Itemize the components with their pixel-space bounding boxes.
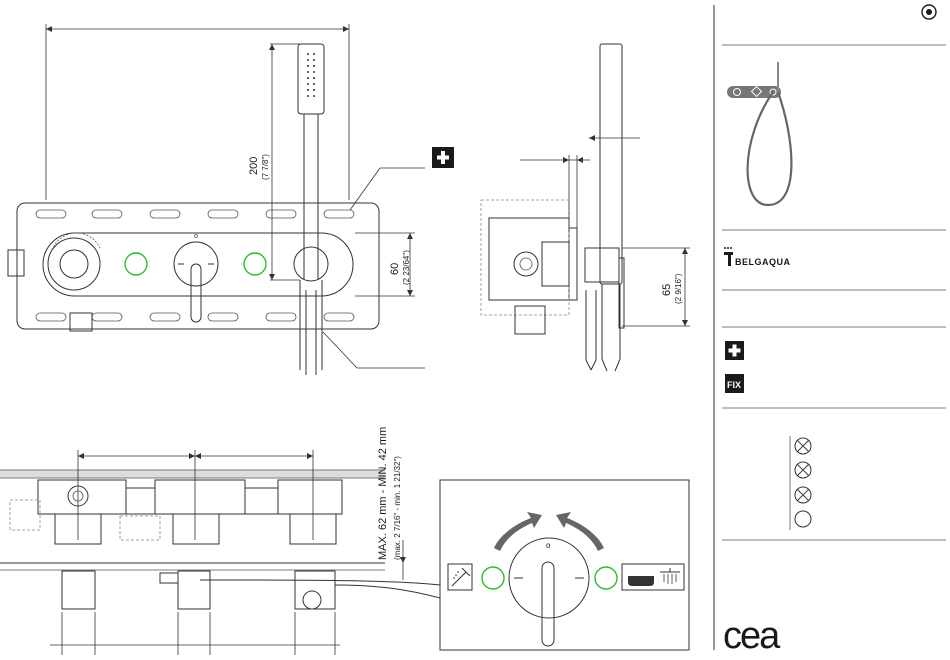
belgaqua-logo: BELGAQUA — [724, 247, 791, 267]
cea-logo: cea — [723, 615, 781, 655]
dim-depth-in: (2 9/16") — [674, 273, 683, 304]
dim-plate-in: (2 23/64") — [402, 250, 411, 285]
plus-badge-icon — [725, 341, 744, 360]
sidebar: BELGAQUA FIX cea — [714, 5, 946, 655]
fix-badge-icon: FIX — [725, 374, 744, 393]
belgaqua-text: BELGAQUA — [735, 257, 791, 267]
fix-badge-text: FIX — [727, 380, 741, 390]
product-thumbnail — [727, 62, 791, 205]
valve-crossed-icon — [795, 487, 811, 503]
mixer-detail: o — [440, 480, 689, 650]
side-view: 65 (2 9/16") — [481, 44, 690, 371]
valve-crossed-icon — [795, 438, 811, 454]
valve-open-icon — [795, 511, 811, 527]
target-icon — [922, 5, 936, 19]
dim-height-in: (7 7/8") — [261, 154, 270, 180]
handle-mark: o — [546, 541, 551, 550]
hand-shower-icon — [448, 564, 472, 590]
depth-range-mm: MAX. 62 mm - MIN. 42 mm — [377, 427, 389, 560]
valve-crossed-icon — [795, 462, 811, 478]
dim-height-mm: 200 — [248, 157, 260, 175]
bathtub-spout-icon — [622, 564, 684, 590]
section-view: MAX. 62 mm - MIN. 42 mm (max. 2 7/16" - … — [0, 427, 440, 655]
plus-icon — [432, 147, 454, 168]
dim-depth-mm: 65 — [661, 284, 673, 296]
depth-range-in: (max. 2 7/16" - min. 1 21/32") — [393, 456, 402, 560]
front-view: 200 (7 7/8") 60 (2 23/64") — [8, 24, 454, 375]
dim-plate-mm: 60 — [389, 263, 401, 275]
